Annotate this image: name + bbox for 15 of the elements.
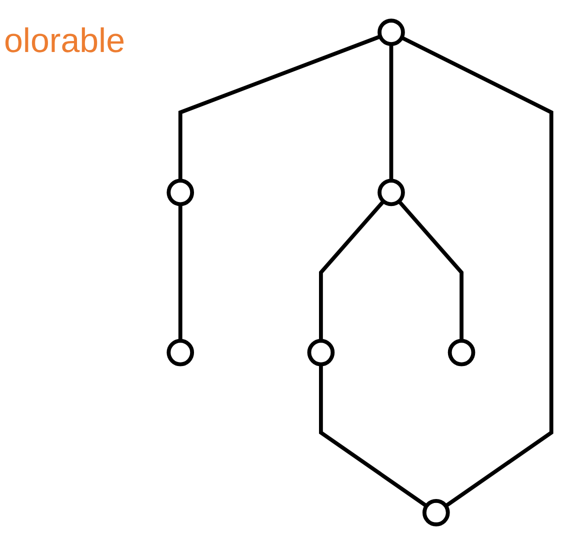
vertex-circle (166, 338, 194, 366)
vertex-circle (422, 499, 450, 526)
edge-line (398, 200, 464, 341)
vertex-circle (378, 18, 405, 46)
edge-line (319, 364, 428, 508)
vertex-circle (378, 178, 405, 206)
edge-line (178, 34, 381, 181)
vertex-circle (448, 338, 476, 366)
vertex-circle (307, 338, 335, 366)
edge-line (178, 204, 182, 341)
heading: olorable (4, 22, 125, 61)
vertex-circle (166, 178, 194, 206)
edge-line (400, 36, 554, 508)
edge-line (319, 200, 385, 341)
edge-line (389, 44, 394, 181)
